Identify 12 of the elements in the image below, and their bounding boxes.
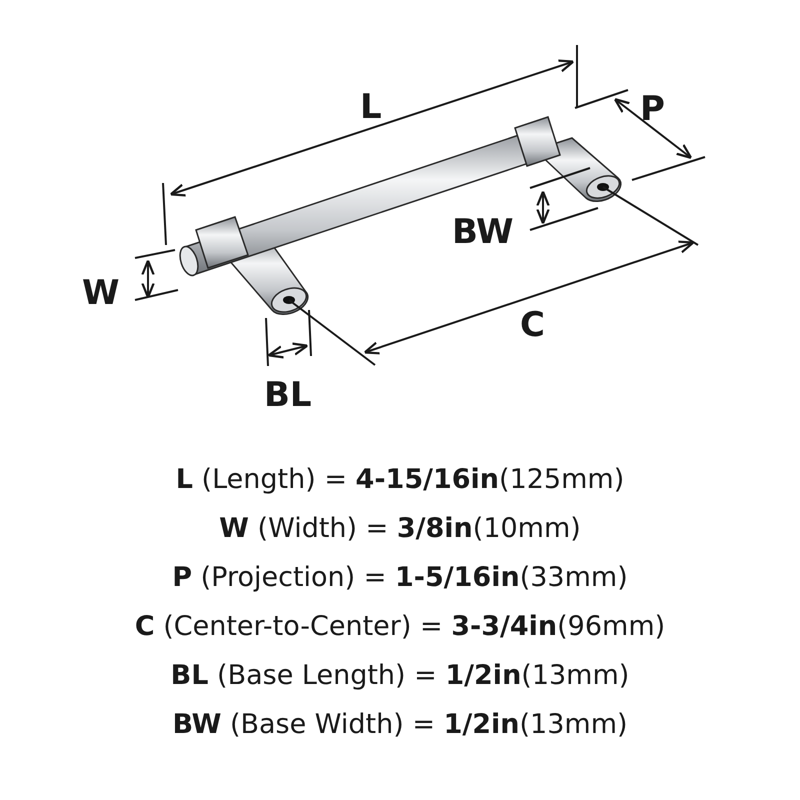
dimension-label: W [82, 276, 120, 310]
spec-line: C (Center-to-Center) = 3-3/4in(96mm) [134, 613, 666, 640]
dimension-label: BW [452, 215, 514, 249]
dimension-label: L [360, 90, 382, 124]
spec-line: BL (Base Length) = 1/2in(13mm) [170, 662, 630, 689]
dimension-label: P [640, 92, 665, 126]
dimension-label: C [520, 308, 545, 342]
spec-line: P (Projection) = 1-5/16in(33mm) [171, 564, 629, 591]
spec-line: L (Length) = 4-15/16in(125mm) [174, 466, 626, 493]
dimension-label: BL [264, 378, 312, 412]
spec-line: BW (Base Width) = 1/2in(13mm) [171, 711, 629, 738]
spec-line: W (Width) = 3/8in(10mm) [218, 515, 582, 542]
